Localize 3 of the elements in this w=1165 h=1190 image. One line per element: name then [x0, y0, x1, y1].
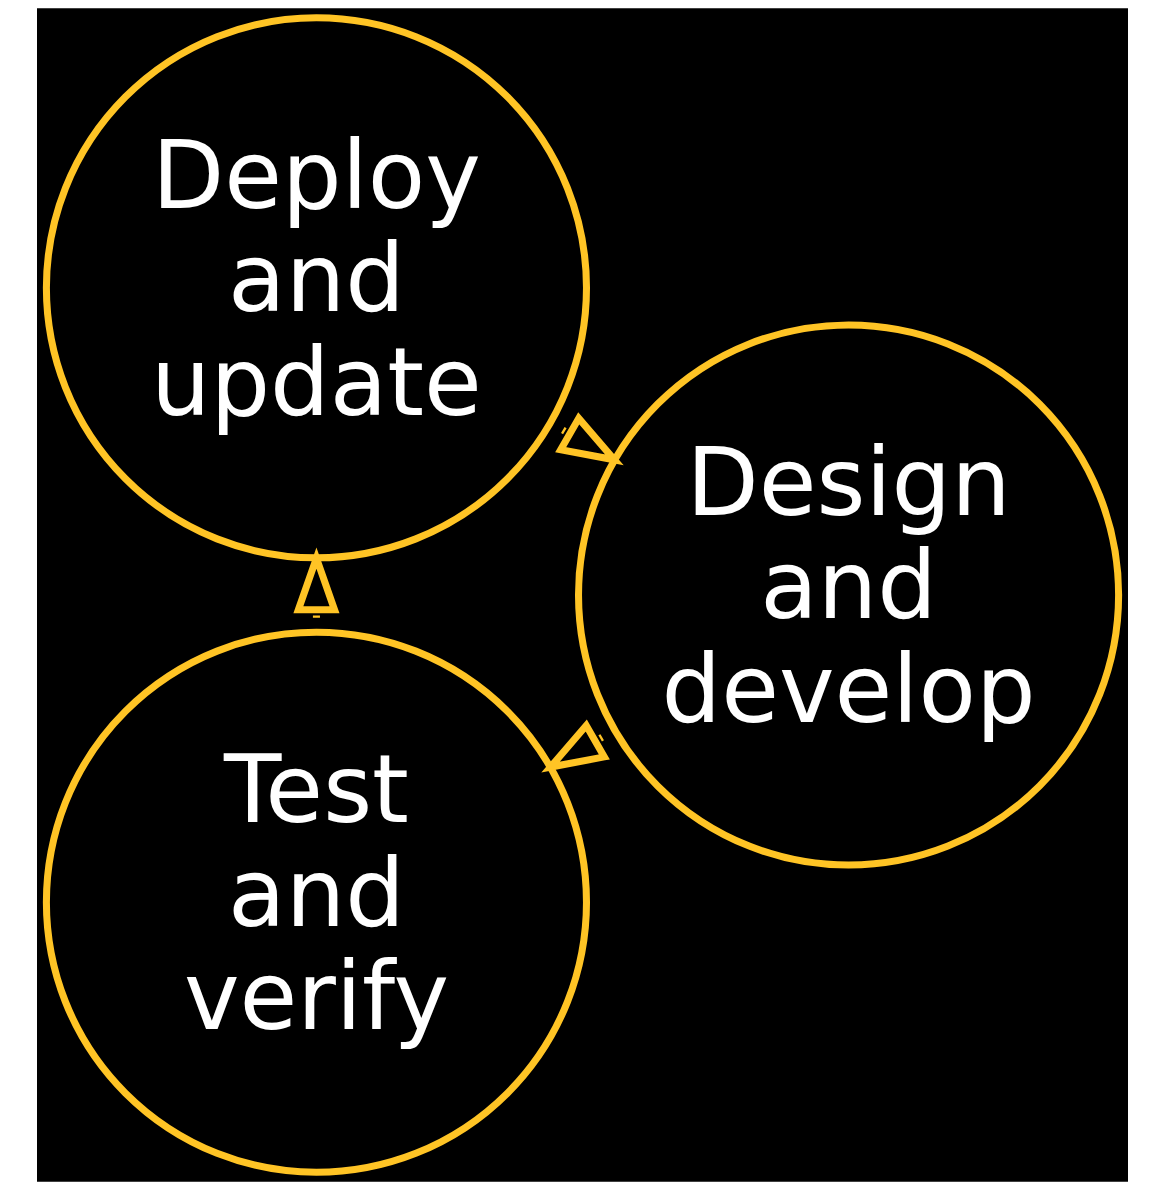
node-circle: Test and verify [42, 628, 590, 1176]
node-circle: Design and develop [575, 321, 1123, 869]
node-circle: Deploy and update [42, 14, 590, 562]
